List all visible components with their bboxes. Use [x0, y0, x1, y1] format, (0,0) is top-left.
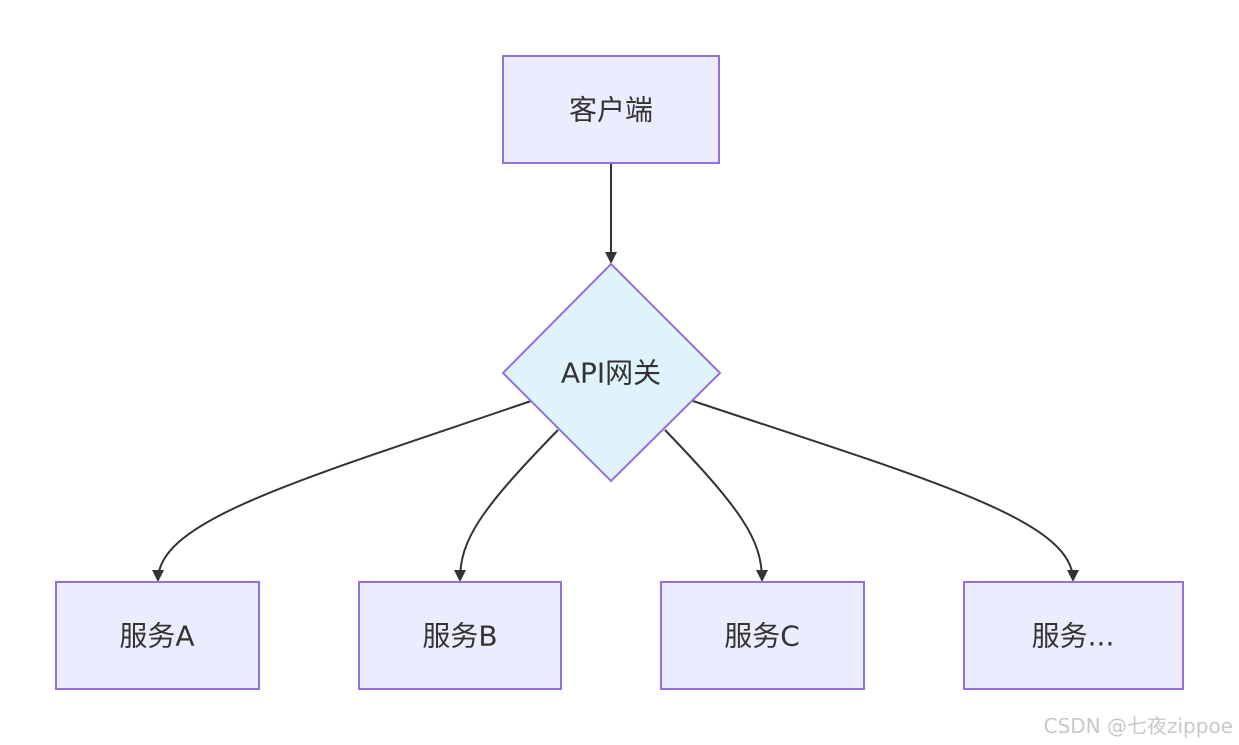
- edge-gateway-to-service-more: [692, 400, 1079, 582]
- node-client: 客户端: [502, 55, 720, 164]
- node-service-b: 服务B: [358, 581, 562, 690]
- edge-gateway-to-service-c: [664, 429, 768, 582]
- edge-gateway-to-service-b: [454, 429, 559, 582]
- node-client-label: 客户端: [569, 94, 653, 127]
- edges: [152, 164, 1079, 582]
- node-service-a-label: 服务A: [119, 620, 194, 653]
- node-gateway: API网关: [501, 262, 722, 483]
- node-service-more-label: 服务...: [1032, 620, 1115, 653]
- node-service-b-label: 服务B: [422, 620, 497, 653]
- node-service-more: 服务...: [963, 581, 1184, 690]
- node-gateway-label: API网关: [561, 357, 661, 390]
- edge-gateway-to-service-a: [152, 400, 532, 582]
- node-service-c-label: 服务C: [724, 620, 800, 653]
- node-service-a: 服务A: [55, 581, 260, 690]
- node-service-c: 服务C: [660, 581, 865, 690]
- watermark: CSDN @七夜zippoe: [1043, 714, 1233, 738]
